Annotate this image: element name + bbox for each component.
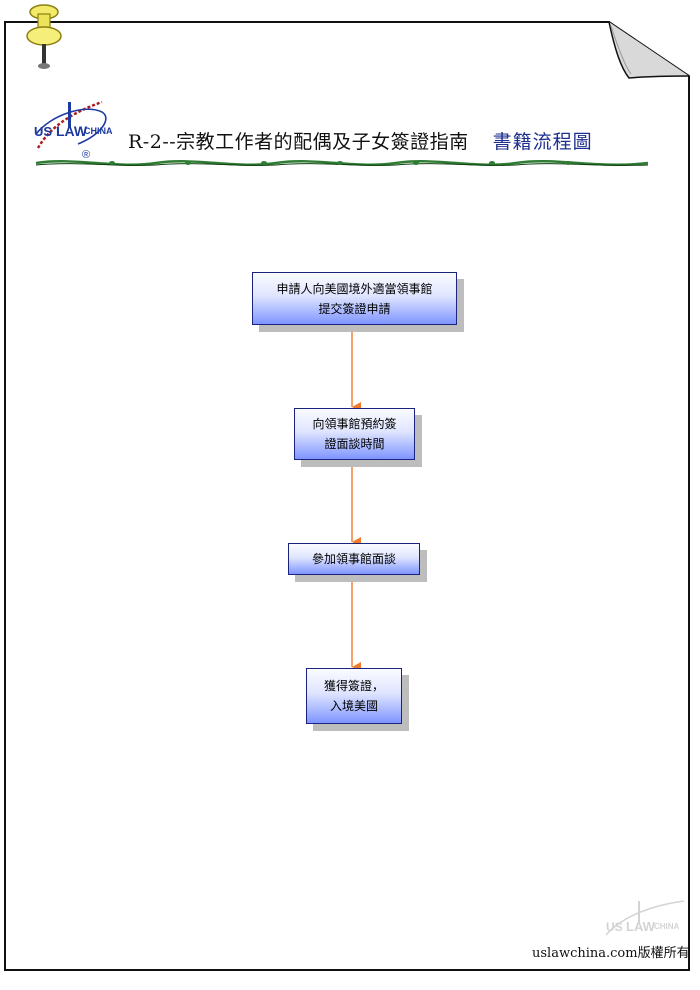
flow-step-text: 獲得簽證， 入境美國 — [323, 679, 384, 713]
title-subtitle: 書籍流程圖 — [492, 130, 593, 153]
watermark-text-china: CHINA — [654, 922, 680, 931]
logo-text-us: US — [34, 124, 52, 139]
watermark-text-us: US — [606, 920, 623, 934]
flow-step-submit-application: 申請人向美國境外適當領事館 提交簽證申請 — [252, 272, 457, 325]
uslawchina-logo: US LAW CHINA ® — [32, 94, 118, 162]
page-title: R-2--宗教工作者的配偶及子女簽證指南 書籍流程圖 — [128, 125, 593, 155]
push-pin-icon — [22, 2, 66, 70]
logo-text-law: LAW — [56, 123, 88, 139]
title-main: R-2--宗教工作者的配偶及子女簽證指南 — [128, 130, 469, 153]
watermark-logo: US LAW CHINA — [604, 895, 690, 945]
flow-step-schedule-interview: 向領事館預約簽 證面談時間 — [294, 408, 415, 460]
watermark-text-law: LAW — [626, 919, 656, 934]
flow-step-text: 向領事館預約簽 證面談時間 — [312, 417, 397, 451]
logo-registered: ® — [82, 149, 90, 161]
flow-step-text: 參加領事館面談 — [311, 552, 396, 566]
logo-text-china: CHINA — [84, 126, 113, 136]
vine-divider — [35, 153, 649, 173]
flow-step-text: 申請人向美國境外適當領事館 提交簽證申請 — [276, 281, 433, 316]
copyright-text: uslawchina.com版權所有 — [532, 946, 690, 961]
flow-step-obtain-visa: 獲得簽證， 入境美國 — [306, 668, 402, 724]
flow-step-attend-interview: 參加領事館面談 — [288, 543, 420, 575]
paper-frame — [3, 20, 693, 972]
